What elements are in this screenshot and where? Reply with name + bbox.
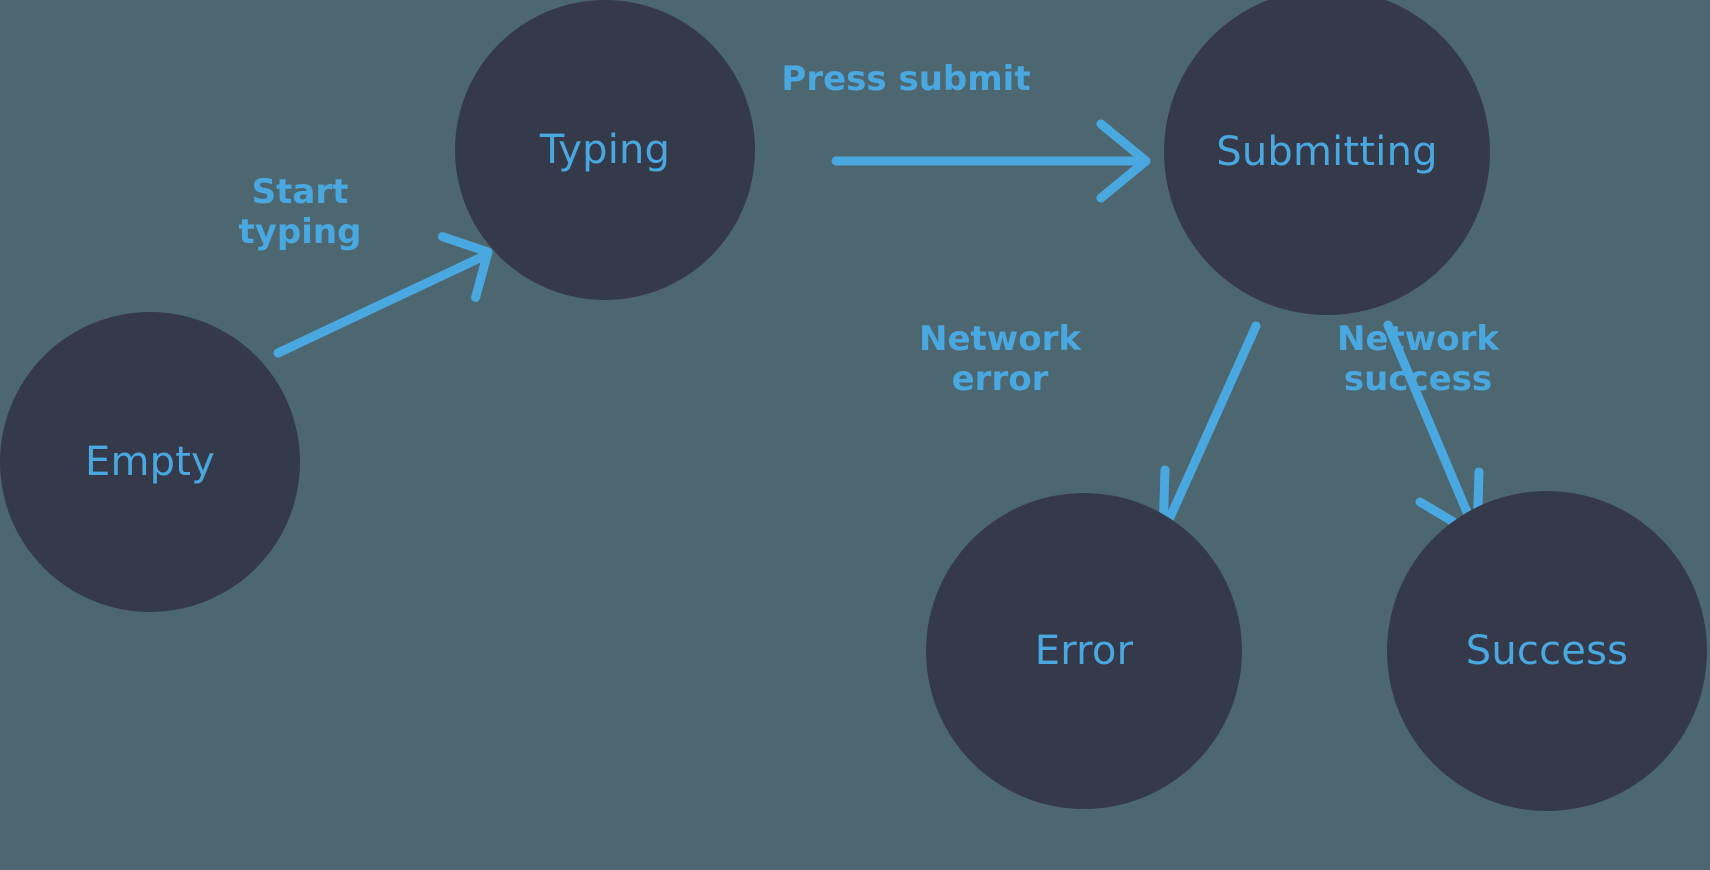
edge-start-typing-arrowhead (437, 232, 493, 302)
state-node-error-label: Error (1034, 628, 1134, 674)
edge-network-error-line (1163, 321, 1261, 527)
state-node-typing[interactable]: Typing (455, 0, 755, 300)
state-node-error[interactable]: Error (926, 493, 1242, 809)
edge-press-submit (831, 119, 1151, 203)
edge-label-start-typing: Start typing (238, 172, 362, 253)
state-node-empty[interactable]: Empty (0, 312, 300, 612)
state-node-typing-label: Typing (539, 127, 671, 173)
edge-label-network-error: Network error (919, 319, 1081, 400)
edge-label-press-submit: Press submit (781, 59, 1031, 99)
state-node-submitting[interactable]: Submitting (1164, 0, 1490, 315)
edge-label-network-success: Network success (1337, 319, 1499, 400)
state-node-empty-label: Empty (85, 439, 215, 485)
edge-network-success-line (1383, 320, 1477, 529)
edge-press-submit-arrowhead (1096, 119, 1151, 203)
edge-start-typing-line (273, 251, 489, 358)
state-node-success[interactable]: Success (1387, 491, 1707, 811)
edge-start-typing (273, 232, 493, 358)
state-node-success-label: Success (1465, 628, 1629, 674)
state-node-submitting-label: Submitting (1216, 129, 1438, 175)
